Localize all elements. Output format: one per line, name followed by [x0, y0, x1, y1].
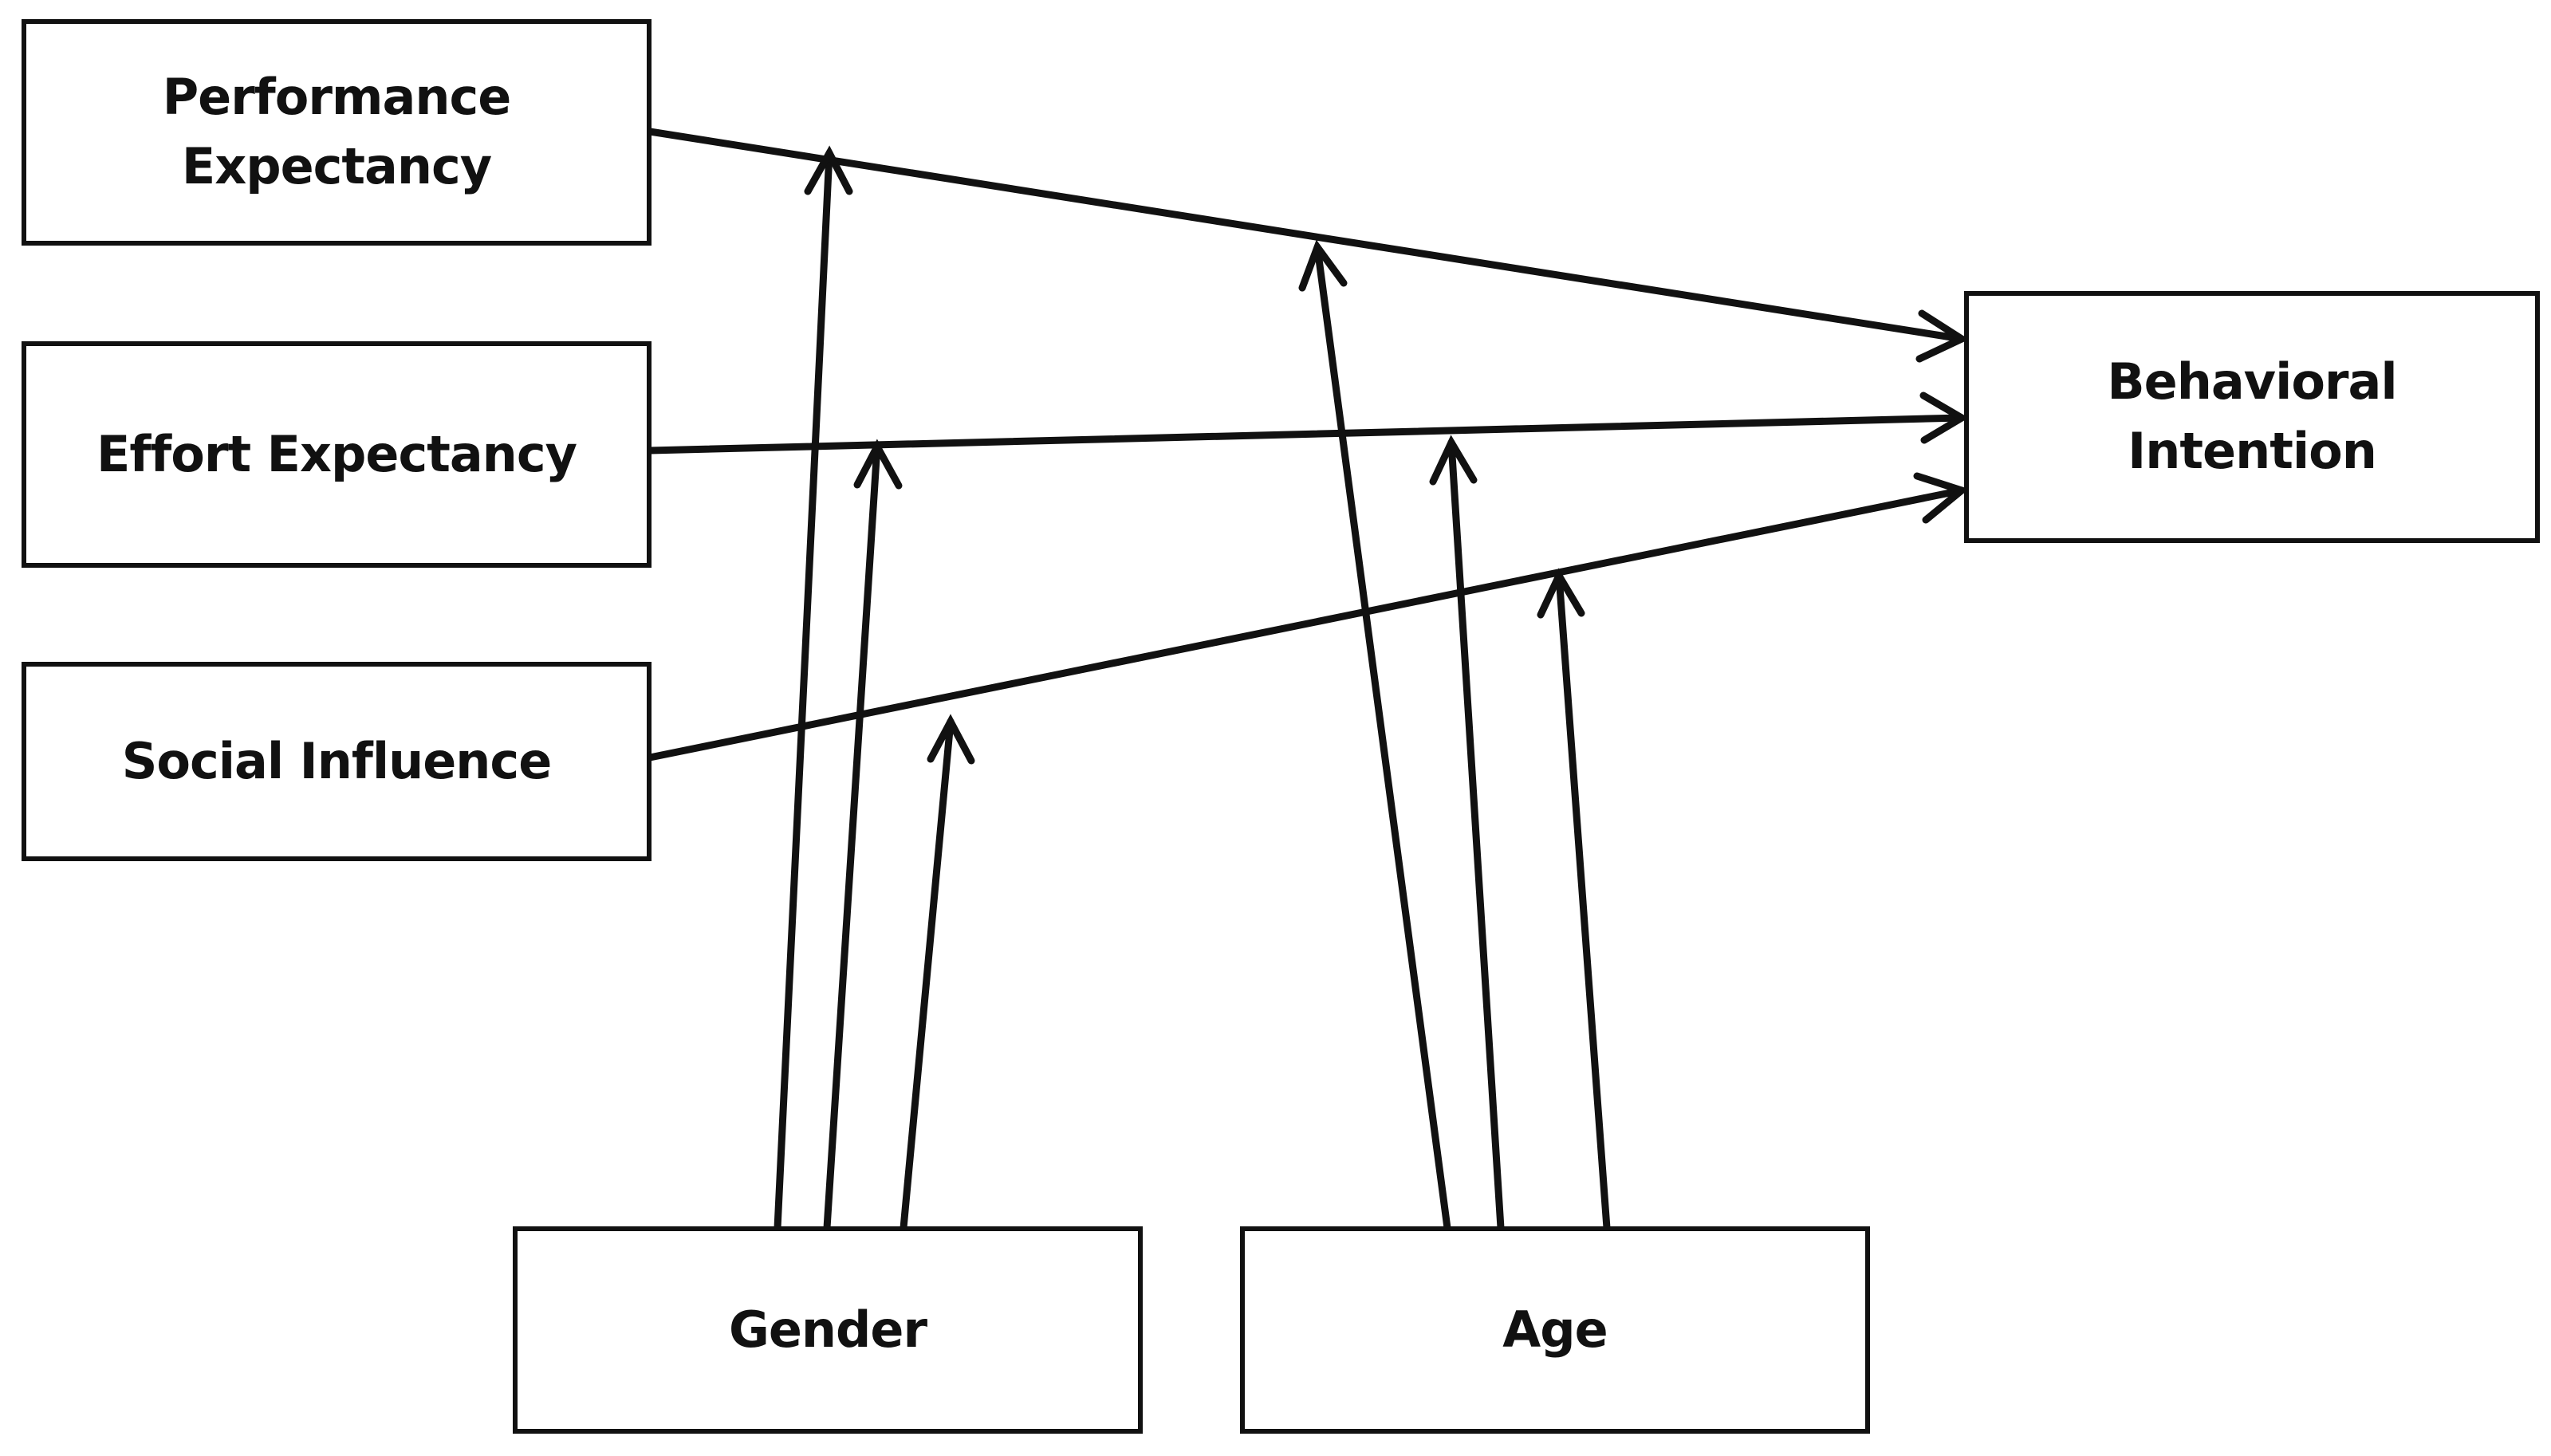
arrowhead-gender-moderates-performance — [804, 145, 853, 195]
node-gender: Gender — [513, 1226, 1143, 1434]
edge-social-to-intention — [646, 486, 1966, 761]
edge-gender-moderates-social — [900, 718, 955, 1232]
edge-age-moderates-performance — [1313, 243, 1451, 1232]
node-age: Age — [1240, 1226, 1870, 1434]
edge-age-moderates-effort — [1447, 439, 1505, 1232]
edge-age-moderates-social — [1555, 572, 1611, 1232]
edge-effort-to-intention — [646, 414, 1966, 455]
node-label: Gender — [728, 1300, 927, 1359]
node-performance-expectancy: Performance Expectancy — [22, 19, 652, 246]
node-social-influence: Social Influence — [22, 662, 652, 861]
arrowhead-social-to-intention — [1913, 472, 1970, 524]
node-label: Age — [1502, 1300, 1608, 1359]
node-effort-expectancy: Effort Expectancy — [22, 341, 652, 568]
node-label: Performance Expectancy — [162, 68, 512, 195]
edge-gender-moderates-effort — [823, 443, 881, 1232]
edge-performance-to-intention — [646, 128, 1966, 343]
node-label: Effort Expectancy — [96, 424, 577, 483]
arrowhead-age-moderates-performance — [1298, 239, 1348, 292]
arrowhead-performance-to-intention — [1915, 309, 1970, 363]
arrowhead-gender-moderates-effort — [853, 439, 903, 490]
arrowhead-age-moderates-social — [1537, 568, 1585, 619]
arrowhead-effort-to-intention — [1919, 392, 1969, 444]
node-label: Behavioral Intention — [2107, 352, 2397, 480]
edge-gender-moderates-performance — [774, 149, 833, 1232]
arrowhead-gender-moderates-social — [927, 714, 975, 765]
node-behavioral-intention: Behavioral Intention — [1964, 291, 2540, 543]
node-label: Social Influence — [121, 731, 552, 790]
arrowhead-age-moderates-effort — [1429, 435, 1478, 486]
